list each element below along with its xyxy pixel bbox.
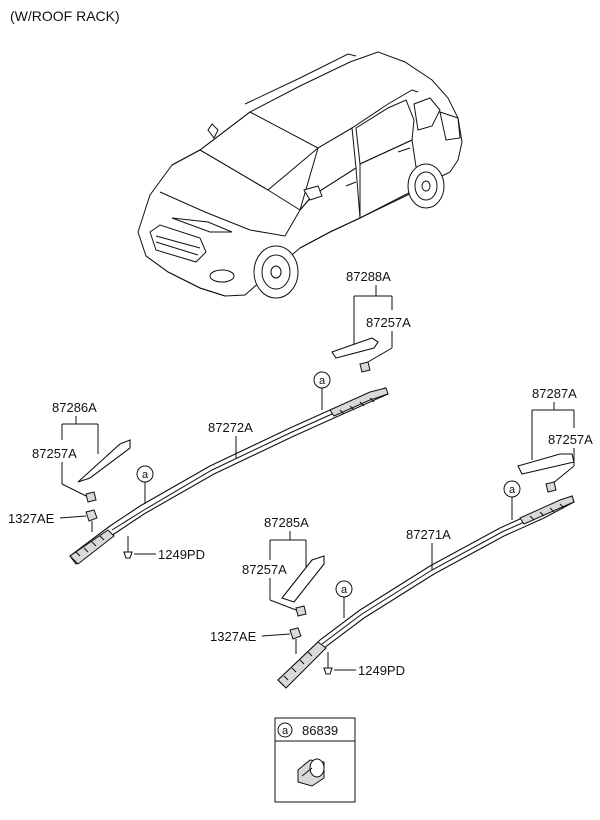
part-label-87257A-mid[interactable]: 87257A bbox=[242, 562, 287, 577]
end-cap-87287A bbox=[517, 453, 575, 475]
svg-text:a: a bbox=[319, 375, 326, 387]
clip-87257A-mid bbox=[295, 605, 307, 617]
legend-part-86839[interactable]: 86839 bbox=[302, 723, 338, 738]
part-label-87257A-left[interactable]: 87257A bbox=[32, 446, 77, 461]
svg-text:a: a bbox=[142, 469, 149, 481]
vehicle-illustration bbox=[137, 51, 463, 299]
clip-87257A-left bbox=[85, 491, 97, 503]
svg-text:a: a bbox=[341, 584, 348, 596]
grommet-86839 bbox=[297, 758, 325, 787]
diagram-title: (W/ROOF RACK) bbox=[10, 8, 120, 24]
ref-marker-a-left-rear[interactable]: a bbox=[313, 371, 331, 410]
part-label-1249PD-right[interactable]: 1249PD bbox=[358, 663, 405, 678]
end-cap-87286A bbox=[77, 439, 131, 483]
legend-marker-a: a bbox=[277, 722, 293, 738]
part-label-87272A[interactable]: 87272A bbox=[208, 420, 253, 435]
ref-marker-a-right-front[interactable]: a bbox=[335, 580, 353, 618]
part-label-87286A[interactable]: 87286A bbox=[52, 400, 97, 415]
clip-87257A-top bbox=[359, 361, 371, 373]
ref-marker-a-left-front[interactable]: a bbox=[136, 465, 154, 504]
part-label-87285A[interactable]: 87285A bbox=[264, 515, 309, 530]
legend-box: a 86839 bbox=[274, 717, 356, 803]
part-label-87287A[interactable]: 87287A bbox=[532, 386, 577, 401]
nut-1327AE-right bbox=[289, 627, 302, 640]
roof-rail-87272A: 87272A bbox=[69, 387, 389, 565]
part-label-87288A[interactable]: 87288A bbox=[346, 269, 391, 284]
part-label-87271A[interactable]: 87271A bbox=[406, 527, 451, 542]
part-label-1249PD-left[interactable]: 1249PD bbox=[158, 547, 205, 562]
clip-87257A-right bbox=[545, 481, 557, 493]
svg-text:a: a bbox=[282, 725, 289, 737]
part-label-87257A-top[interactable]: 87257A bbox=[366, 315, 411, 330]
ref-marker-a-right-rear[interactable]: a bbox=[503, 480, 521, 520]
part-group-87288A: 87288A 87257A bbox=[331, 269, 411, 373]
part-label-1327AE-left[interactable]: 1327AE bbox=[8, 511, 55, 526]
nut-1327AE-left bbox=[85, 509, 98, 522]
svg-text:a: a bbox=[509, 484, 516, 496]
end-cap-87288A bbox=[331, 337, 379, 359]
part-label-1327AE-right[interactable]: 1327AE bbox=[210, 629, 257, 644]
end-cap-87285A bbox=[281, 555, 325, 603]
roof-rail-87271A: 87271A bbox=[277, 495, 575, 689]
part-label-87257A-right[interactable]: 87257A bbox=[548, 432, 593, 447]
part-group-87287A: 87287A 87257A bbox=[517, 386, 593, 493]
part-group-87286A: 87286A 87257A 1327AE 1249PD bbox=[8, 400, 205, 562]
part-group-87285A: 87285A 87257A 1327AE 1249PD bbox=[210, 515, 405, 678]
